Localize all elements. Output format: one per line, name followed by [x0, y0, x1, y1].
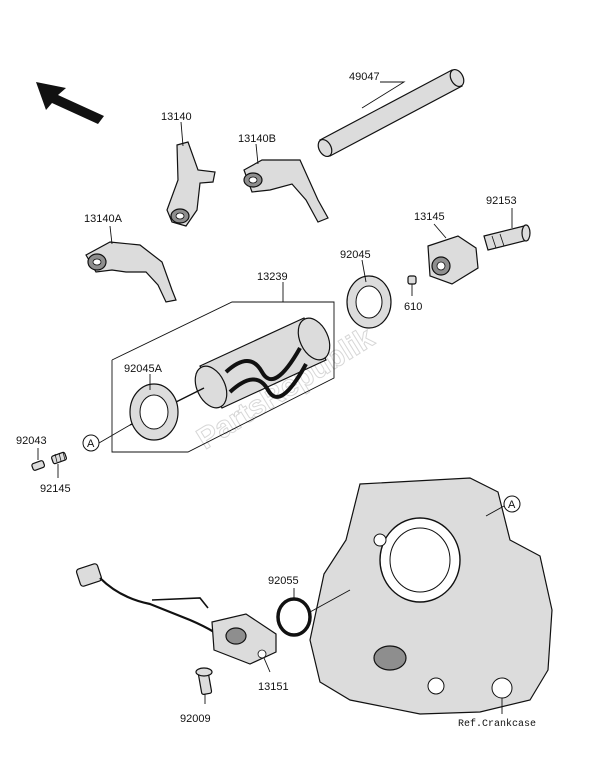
label-92045a: 92045A: [124, 363, 163, 375]
label-92043: 92043: [16, 435, 47, 447]
shift-drum-drawing: [129, 317, 331, 426]
holder-13145-drawing: [427, 235, 479, 285]
label-13151: 13151: [258, 681, 289, 693]
ref-crankcase-note: Ref.Crankcase: [458, 718, 536, 730]
pin-92043-drawing: [31, 460, 46, 471]
label-13145: 13145: [414, 211, 445, 223]
bolt-92153-drawing: [483, 224, 531, 251]
bolt-92009-drawing: [195, 667, 213, 695]
fork-13140a-drawing: [85, 241, 177, 303]
leader-lines: [37, 81, 513, 714]
callout-a-left: A: [82, 424, 131, 452]
label-92145: 92145: [40, 483, 71, 495]
callout-a-right: A: [485, 495, 521, 517]
label-13140b: 13140B: [238, 133, 276, 145]
label-92153: 92153: [486, 195, 517, 207]
fork-13140-drawing: [166, 141, 216, 227]
label-92045: 92045: [340, 249, 371, 261]
label-92055: 92055: [268, 575, 299, 587]
callout-a-right-label: A: [508, 499, 516, 511]
sensor-13151-drawing: [75, 563, 277, 665]
callout-a-left-label: A: [87, 438, 95, 450]
label-13140: 13140: [161, 111, 192, 123]
crankcase-drawing: [309, 477, 553, 715]
label-610: 610: [404, 301, 422, 313]
drum-group-box: [111, 301, 335, 453]
oring-92055-drawing: [276, 597, 312, 637]
fork-13140b-drawing: [243, 159, 329, 223]
label-49047: 49047: [349, 71, 380, 83]
label-13239: 13239: [257, 271, 288, 283]
bearing-92045a-drawing: [129, 383, 179, 441]
label-92009: 92009: [180, 713, 211, 725]
bearing-92045-drawing: [346, 275, 392, 329]
shaft-drawing: [317, 68, 465, 158]
pin-610-drawing: [407, 275, 417, 285]
label-13140a: 13140A: [84, 213, 123, 225]
front-arrow-icon: [36, 82, 104, 124]
spring-92145-drawing: [51, 451, 67, 465]
